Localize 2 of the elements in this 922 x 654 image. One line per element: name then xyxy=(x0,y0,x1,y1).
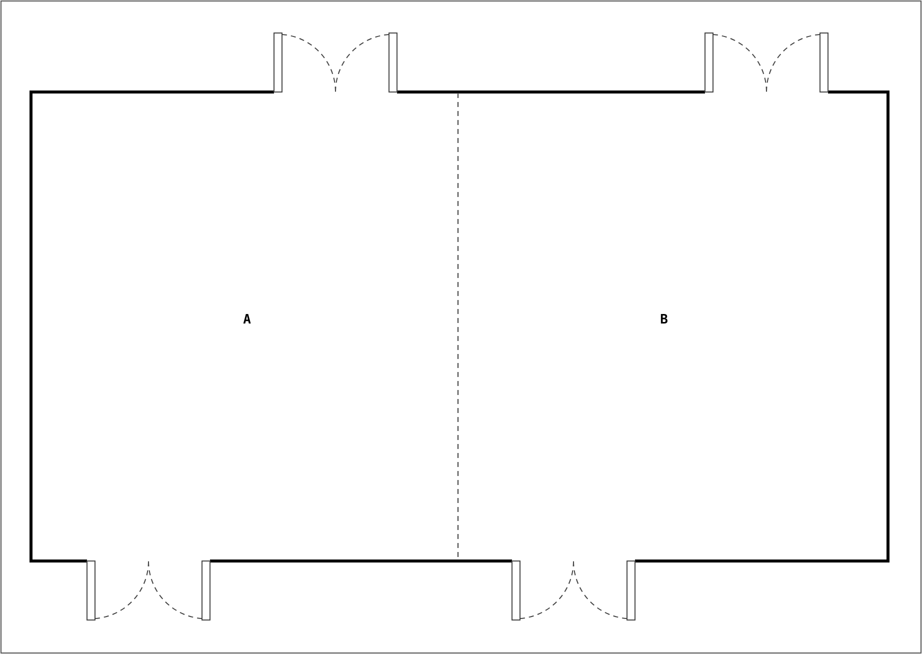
room-label: B xyxy=(660,312,668,328)
room-label: A xyxy=(243,312,251,328)
